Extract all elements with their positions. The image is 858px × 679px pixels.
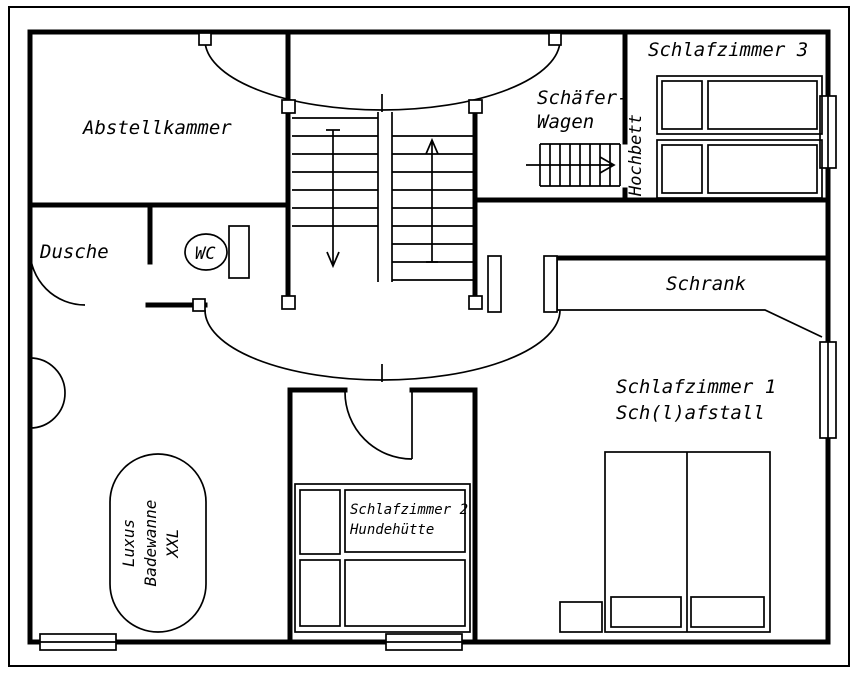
label-schlafzimmer2-2: Hundehütte bbox=[349, 522, 434, 538]
pillow-sz3-upper bbox=[661, 80, 703, 130]
bed-sz3-lower bbox=[656, 139, 823, 199]
jamb-hall-right-bottom bbox=[468, 295, 483, 310]
stair-divider bbox=[377, 112, 393, 282]
page-border bbox=[8, 6, 850, 667]
jamb-top-left bbox=[198, 32, 212, 46]
label-schrank: Schrank bbox=[666, 273, 747, 295]
label-schlafzimmer1-1: Schlafzimmer 1 bbox=[616, 376, 776, 398]
label-wc: WC bbox=[195, 244, 216, 264]
door-arc-schlafzimmer2 bbox=[344, 391, 413, 460]
doors bbox=[29, 32, 562, 460]
label-schlafzimmer1-2: Sch(l)afstall bbox=[616, 402, 765, 424]
label-dusche: Dusche bbox=[39, 241, 109, 263]
schrank-pier-right bbox=[543, 255, 558, 313]
pillow-sz1-right bbox=[690, 596, 765, 628]
stair-treads-left bbox=[292, 117, 378, 227]
furniture bbox=[109, 75, 823, 633]
jamb-hall-right-top bbox=[468, 99, 483, 114]
door-arc-lower-left bbox=[204, 309, 383, 381]
toilet-bowl bbox=[184, 233, 228, 271]
label-badewanne-2: Badewanne bbox=[141, 500, 160, 587]
stair-arrow-up bbox=[425, 137, 439, 263]
label-badewanne-1: Luxus bbox=[119, 519, 138, 567]
mattress-sz3-upper bbox=[707, 80, 818, 130]
label-abstellkammer: Abstellkammer bbox=[82, 117, 232, 139]
niche-left-wall bbox=[29, 357, 66, 429]
pillow-sz2-lower bbox=[299, 559, 341, 627]
ladder bbox=[526, 143, 621, 187]
bed-sz3-upper bbox=[656, 75, 823, 135]
label-schlafzimmer2-1: Schlafzimmer 2 bbox=[350, 502, 468, 518]
stair-arrow-down bbox=[326, 129, 340, 269]
label-hochbett: Hochbett bbox=[626, 114, 646, 197]
jamb-lower-left bbox=[192, 298, 206, 312]
labels: Abstellkammer Schäfer- Wagen Schlafzimme… bbox=[39, 39, 808, 586]
door-arc-top-right bbox=[381, 39, 561, 111]
bed-sz2 bbox=[294, 483, 471, 633]
mattress-sz3-lower bbox=[707, 144, 818, 194]
schrank-outline bbox=[556, 258, 823, 338]
staircase bbox=[292, 112, 473, 282]
label-badewanne-3: XXL bbox=[163, 529, 182, 559]
pillow-sz1-left bbox=[610, 596, 682, 628]
schrank-pier-left bbox=[487, 255, 502, 313]
label-schaefer-wagen-1: Schäfer- bbox=[537, 87, 629, 109]
door-arc-top-left bbox=[204, 39, 383, 111]
ladder-arrow bbox=[526, 156, 616, 174]
door-arc-dusche bbox=[29, 249, 86, 306]
nightstand-sz1 bbox=[559, 601, 603, 633]
jamb-hall-left-top bbox=[281, 99, 296, 114]
pillow-sz2-upper bbox=[299, 489, 341, 555]
label-schaefer-wagen-2: Wagen bbox=[537, 111, 594, 133]
door-arc-lower-right bbox=[381, 309, 561, 381]
jamb-top-right bbox=[548, 32, 562, 46]
toilet-tank bbox=[228, 225, 250, 279]
label-schlafzimmer3: Schlafzimmer 3 bbox=[648, 39, 808, 61]
bathtub bbox=[109, 453, 207, 633]
mattress-sz2-upper bbox=[344, 489, 466, 553]
windows bbox=[39, 95, 837, 651]
pillow-sz3-lower bbox=[661, 144, 703, 194]
jamb-hall-left-bottom bbox=[281, 295, 296, 310]
mattress-sz2-lower bbox=[344, 559, 466, 627]
